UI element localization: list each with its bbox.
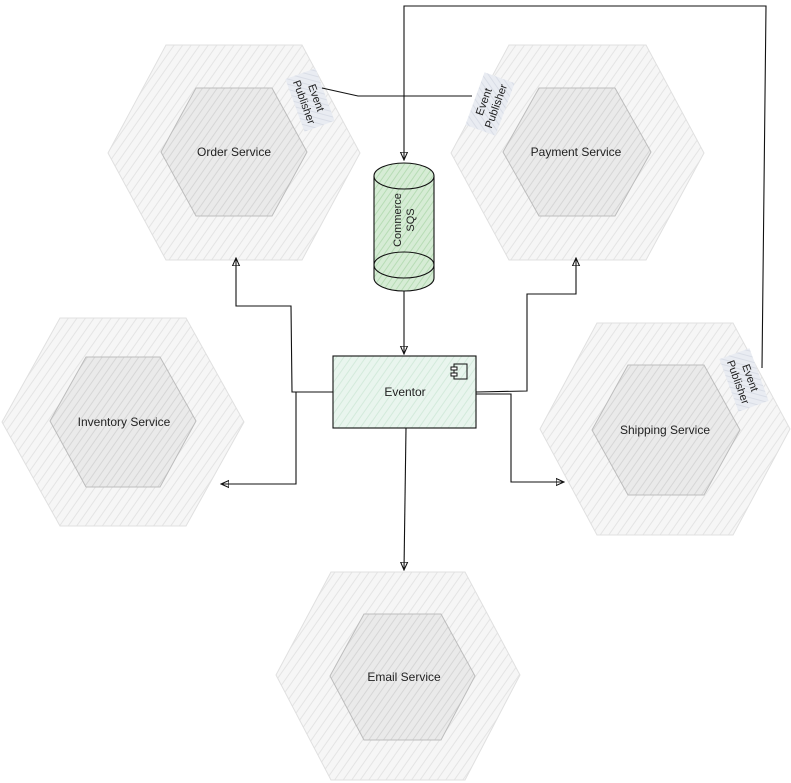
edge-eventor-to-payment: [475, 258, 576, 393]
payment-publisher-tab: [465, 72, 515, 136]
order-publisher-tab: [285, 68, 335, 132]
inventory-service-label: Inventory Service: [78, 415, 171, 429]
edge-eventor-to-inventory: [221, 391, 333, 484]
eventor-label: Eventor: [384, 385, 425, 399]
shipping-publisher-tab: [719, 348, 769, 412]
edge-eventor-to-email: [404, 427, 406, 570]
payment-service-node[interactable]: Payment Service Event Publisher: [450, 44, 705, 261]
edge-eventor-to-shipping: [476, 393, 564, 482]
queue-body: [373, 176, 435, 292]
eventor-component[interactable]: Eventor: [332, 355, 477, 429]
shipping-event-publisher[interactable]: Event Publisher: [719, 348, 769, 412]
order-service-label: Order Service: [197, 145, 271, 159]
queue-label-line1: Commerce: [392, 193, 404, 247]
edge-shipping-publisher-to-queue: [404, 5, 767, 369]
order-service-node[interactable]: Order Service Event Publisher: [107, 44, 361, 261]
queue-label-line2: SQS: [405, 208, 417, 231]
shipping-service-core: [591, 364, 741, 496]
queue-top: [373, 162, 435, 190]
inventory-service-node[interactable]: Inventory Service: [1, 317, 245, 527]
shipping-service-node[interactable]: Shipping Service Event Publisher: [539, 322, 791, 536]
email-service-node[interactable]: Email Service: [275, 571, 521, 781]
email-service-label: Email Service: [367, 670, 441, 684]
payment-service-label: Payment Service: [531, 145, 622, 159]
queue-rim: [373, 251, 435, 279]
edge-eventor-to-order: [236, 258, 333, 393]
connectors: [221, 5, 767, 570]
email-service-core: [329, 613, 476, 741]
payment-service-core: [502, 87, 652, 217]
order-service-core: [160, 87, 308, 217]
component-icon: [450, 363, 468, 380]
edge-order-publisher-to-queue: [321, 87, 472, 97]
inventory-service-core: [49, 356, 197, 488]
shipping-service-label: Shipping Service: [620, 423, 710, 437]
commerce-sqs-queue[interactable]: Commerce SQS: [373, 162, 435, 292]
